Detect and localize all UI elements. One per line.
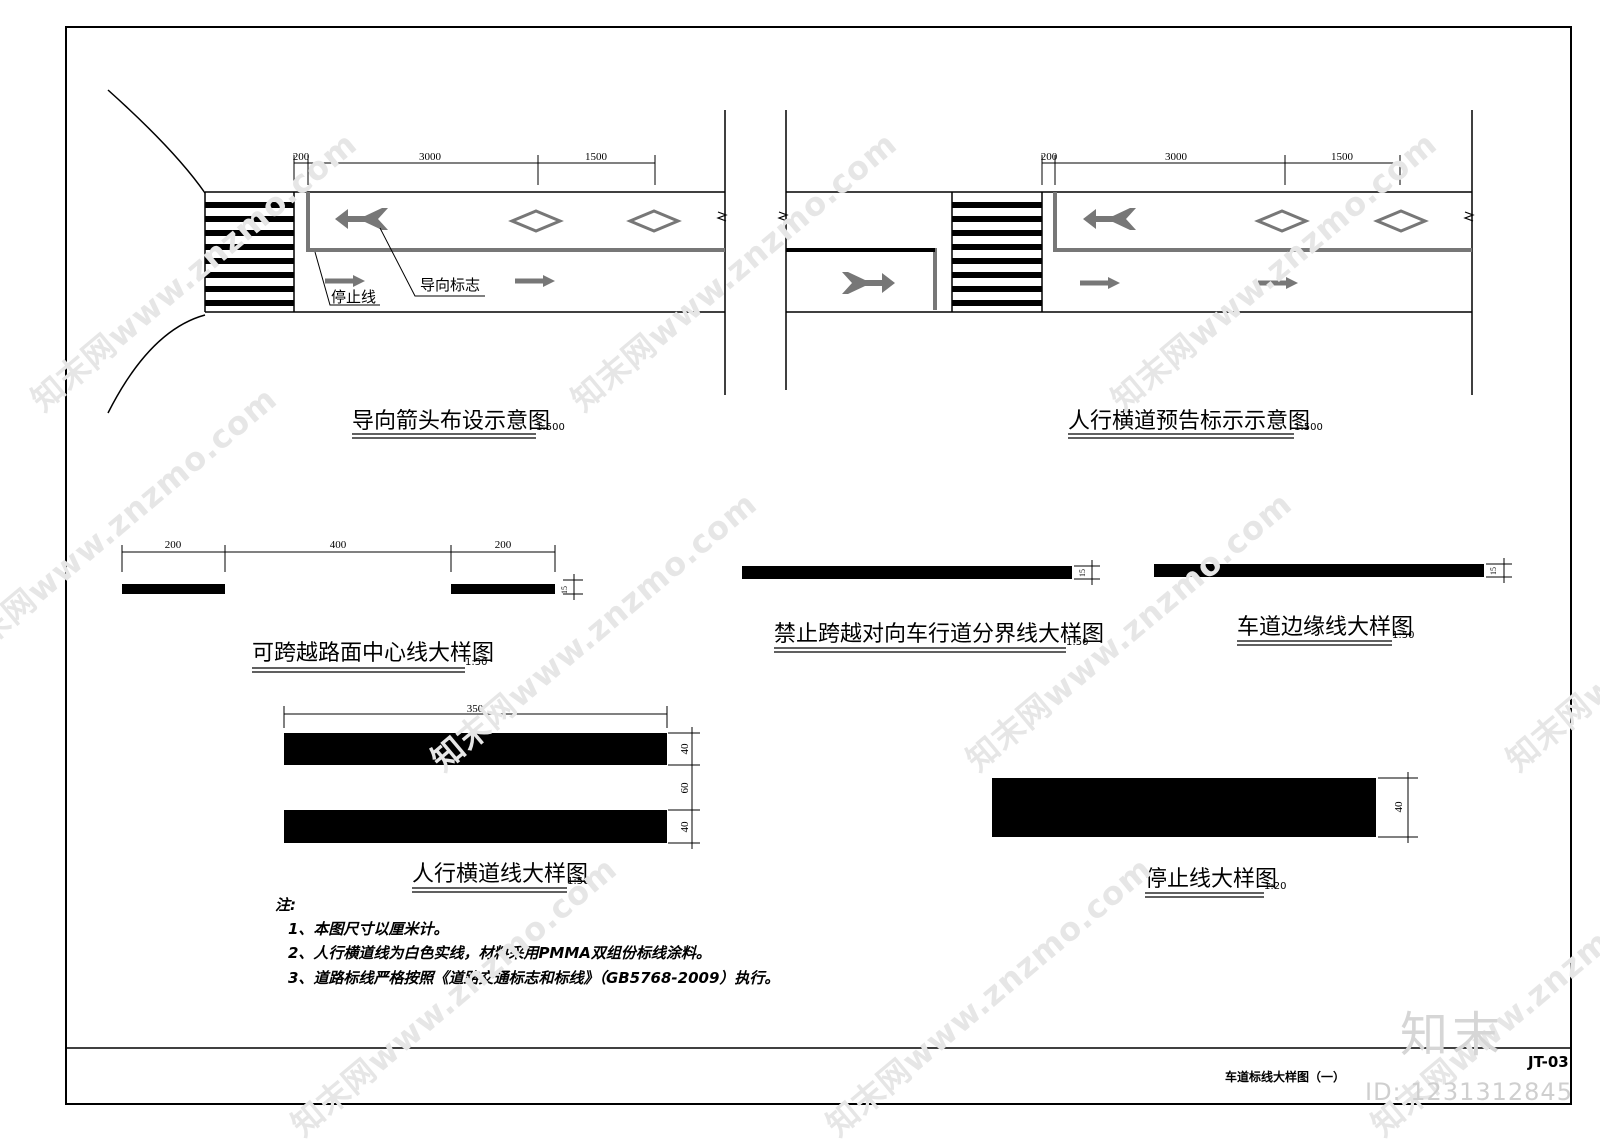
diamond-mark <box>626 209 682 233</box>
dim-200: 200 <box>293 151 310 163</box>
dim-40: 40 <box>679 743 691 755</box>
diagram-scale: 1:50 <box>1066 637 1088 648</box>
diamond-mark <box>1254 209 1310 233</box>
dim-350: 350 <box>467 703 484 715</box>
diagram-title: 人行横道预告标示示意图 <box>1068 409 1310 434</box>
stop-line-mark <box>306 192 725 252</box>
centerline-detail <box>121 545 583 600</box>
brand-logo: 知末 <box>1400 1007 1505 1063</box>
diamond-mark <box>508 209 564 233</box>
leader-guide <box>379 227 485 297</box>
notes-heading: 注: <box>275 896 296 914</box>
diagram-title: 停止线大样图 <box>1145 867 1277 892</box>
diagram-title: 人行横道线大样图 <box>412 862 588 887</box>
edge-line-detail <box>1154 558 1512 583</box>
dim-1500: 1500 <box>585 151 608 163</box>
note-item: 1、本图尺寸以厘米计。 <box>288 920 448 938</box>
no-cross-detail <box>742 560 1100 585</box>
diagram-title: 导向箭头布设示意图 <box>352 409 550 434</box>
centerline-segment <box>122 584 225 594</box>
dim-15: 15 <box>1078 569 1087 577</box>
dim-40: 40 <box>1393 801 1405 813</box>
crosswalk-detail <box>283 706 700 849</box>
diagram-scale: 1:50 <box>465 657 487 668</box>
dimension-line <box>293 155 656 185</box>
straight-left-arrow-mark <box>842 272 895 294</box>
crosswalk-stripes <box>205 202 294 306</box>
straight-left-arrow-mark <box>335 208 388 230</box>
crosswalk-bar <box>284 810 667 843</box>
dim-200: 200 <box>495 539 512 551</box>
brand-id: ID: 1231312845 <box>1365 1078 1573 1106</box>
diagram-title: 禁止跨越对向车行道分界线大样图 <box>774 622 1104 647</box>
crosswalk-bar <box>284 733 667 765</box>
diagram-scale: 1:500 <box>536 422 565 433</box>
drawing-number: JT-03 <box>1527 1053 1569 1071</box>
drawing-title: 车道标线大样图（一） <box>1225 1069 1345 1084</box>
dim-1500: 1500 <box>1331 151 1354 163</box>
straight-arrow-mark <box>325 275 365 287</box>
diagram-scale: 1:500 <box>1294 422 1323 433</box>
stopline-detail <box>992 772 1418 843</box>
diamond-mark <box>1373 209 1429 233</box>
diagram-title: 车道边缘线大样图 <box>1237 615 1413 640</box>
straight-arrow-mark <box>1080 277 1120 289</box>
dim-15: 15 <box>560 586 569 594</box>
dim-60: 60 <box>679 782 691 794</box>
straight-left-arrow-mark <box>1083 208 1136 230</box>
note-item: 2、人行横道线为白色实线，材料采用PMMA双组份标线涂料。 <box>288 944 711 962</box>
diagram-crossing-advance <box>777 110 1475 395</box>
solid-line-bar <box>742 566 1072 579</box>
dim-200: 200 <box>1041 151 1058 163</box>
centerline-segment <box>451 584 555 594</box>
crosswalk-stripes <box>952 202 1042 306</box>
diagram-scale: 1:50 <box>1392 630 1414 641</box>
diagram-scale: 1:50 <box>567 876 589 887</box>
dim-3000: 3000 <box>1165 151 1188 163</box>
stop-line-mark <box>1053 192 1472 252</box>
label-stop-line: 停止线 <box>331 288 376 306</box>
dim-200: 200 <box>165 539 182 551</box>
sheet-border <box>65 26 1572 1105</box>
dim-15: 15 <box>1489 567 1498 575</box>
straight-arrow-mark <box>515 275 555 287</box>
leader-stop <box>314 251 380 306</box>
diagram-guide-arrows <box>107 89 728 414</box>
solid-line-bar <box>1154 564 1484 577</box>
note-item: 3、道路标线严格按照《道路交通标志和标线》（GB5768-2009）执行。 <box>288 969 779 987</box>
diagram-scale: 1:20 <box>1264 881 1286 892</box>
diagram-title: 可跨越路面中心线大样图 <box>252 641 494 666</box>
dim-400: 400 <box>330 539 347 551</box>
label-guide-sign: 导向标志 <box>420 276 480 294</box>
straight-arrow-mark <box>1258 277 1298 289</box>
dim-40: 40 <box>679 821 691 833</box>
stopline-bar <box>992 778 1376 837</box>
dim-3000: 3000 <box>419 151 442 163</box>
dimension-line <box>1041 155 1401 185</box>
